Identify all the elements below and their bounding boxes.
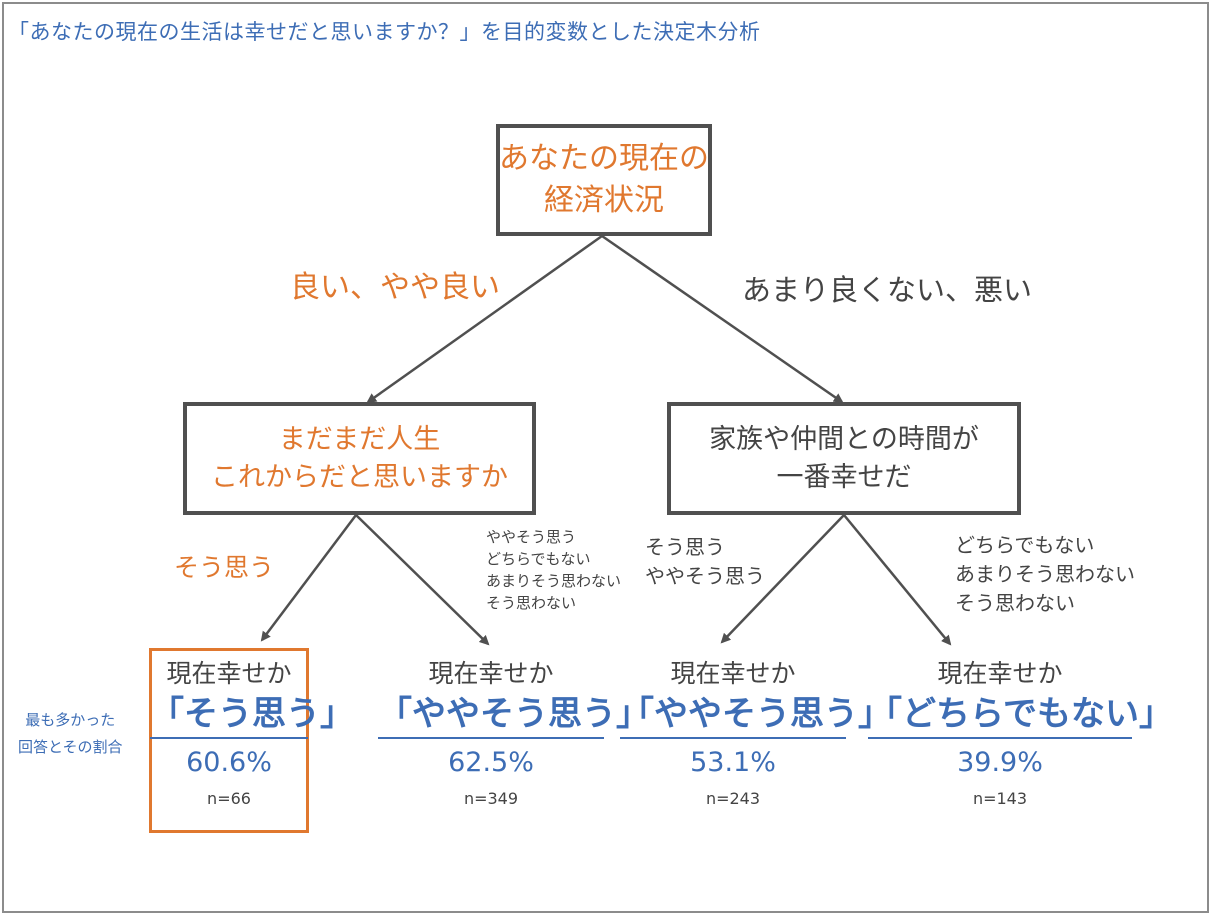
branch-lr-item: ややそう思う bbox=[486, 528, 577, 546]
leaf-answer: 「ややそう思う」 bbox=[620, 691, 892, 739]
branch-label-rr: どちらでもない あまりそう思わない そう思わない bbox=[955, 531, 1135, 618]
branch-rr-item: あまりそう思わない bbox=[955, 562, 1135, 586]
leaf-question: 現在幸せか bbox=[937, 659, 1063, 688]
leaf-n: n=243 bbox=[705, 789, 761, 808]
leaf-percent: 39.9% bbox=[957, 747, 1043, 778]
leaf-2: 現在幸せか 「ややそう思う」 62.5% n=349 bbox=[378, 657, 650, 808]
edge-right-rl bbox=[720, 514, 845, 644]
most-common-highlight-box bbox=[149, 648, 309, 833]
branch-label-right: あまり良くない、悪い bbox=[742, 273, 1033, 307]
leaf-n: n=66 bbox=[207, 789, 251, 808]
node-right-line1: 家族や仲間との時間が bbox=[709, 423, 979, 455]
leaf-percent: 53.1% bbox=[690, 747, 776, 778]
leaf-3: 現在幸せか 「ややそう思う」 53.1% n=243 bbox=[620, 657, 892, 808]
leaf-n: n=349 bbox=[463, 789, 519, 808]
branch-label-lr: ややそう思う どちらでもない あまりそう思わない そう思わない bbox=[486, 526, 621, 614]
node-left: まだまだ人生 これからだと思いますか bbox=[183, 402, 536, 515]
branch-label-ll: そう思う bbox=[174, 553, 275, 582]
branch-label-left: 良い、やや良い bbox=[290, 270, 500, 305]
note-line1: 最も多かった bbox=[25, 711, 116, 729]
edge-right-rr bbox=[843, 514, 952, 646]
leaf-answer: 「ややそう思う」 bbox=[378, 691, 650, 739]
leaf-percent: 60.6% bbox=[186, 747, 272, 778]
node-left-line2: これからだと思いますか bbox=[211, 461, 508, 493]
branch-lr-item: そう思わない bbox=[486, 594, 577, 612]
most-common-note: 最も多かった 回答とその割合 bbox=[18, 707, 123, 761]
branch-lr-item: あまりそう思わない bbox=[486, 572, 622, 590]
edge-left-ll bbox=[260, 514, 357, 642]
leaf-question: 現在幸せか bbox=[670, 659, 796, 688]
leaf-question: 現在幸せか bbox=[428, 659, 554, 688]
leaf-answer: 「そう思う」 bbox=[150, 691, 354, 739]
leaf-1: 現在幸せか 「そう思う」 60.6% n=66 bbox=[150, 657, 354, 808]
leaf-percent: 62.5% bbox=[448, 747, 534, 778]
branch-lr-item: どちらでもない bbox=[486, 550, 591, 568]
branch-rl-item: ややそう思う bbox=[645, 564, 765, 588]
branch-label-rl: そう思う ややそう思う bbox=[645, 533, 765, 591]
branch-rl-item: そう思う bbox=[645, 535, 725, 559]
branch-rr-item: どちらでもない bbox=[955, 533, 1095, 557]
branch-rr-item: そう思わない bbox=[955, 591, 1075, 615]
node-right: 家族や仲間との時間が 一番幸せだ bbox=[667, 402, 1021, 515]
edge-root-left bbox=[366, 234, 603, 404]
diagram-title: 「あなたの現在の生活は幸せだと思いますか？」を目的変数とした決定木分析 bbox=[8, 20, 761, 44]
leaf-n: n=143 bbox=[972, 789, 1028, 808]
leaf-4: 現在幸せか 「どちらでもない」 39.9% n=143 bbox=[868, 657, 1173, 808]
node-left-line1: まだまだ人生 bbox=[278, 423, 441, 455]
node-right-line2: 一番幸せだ bbox=[776, 461, 912, 493]
root-line1: あなたの現在の bbox=[499, 141, 709, 176]
root-line2: 経済状況 bbox=[544, 183, 664, 218]
note-line2: 回答とその割合 bbox=[18, 738, 123, 756]
leaf-question: 現在幸せか bbox=[166, 659, 292, 688]
edge-root-right bbox=[601, 234, 844, 404]
root-node: あなたの現在の 経済状況 bbox=[496, 124, 712, 236]
edge-left-lr bbox=[355, 514, 490, 646]
leaf-answer: 「どちらでもない」 bbox=[868, 691, 1173, 739]
